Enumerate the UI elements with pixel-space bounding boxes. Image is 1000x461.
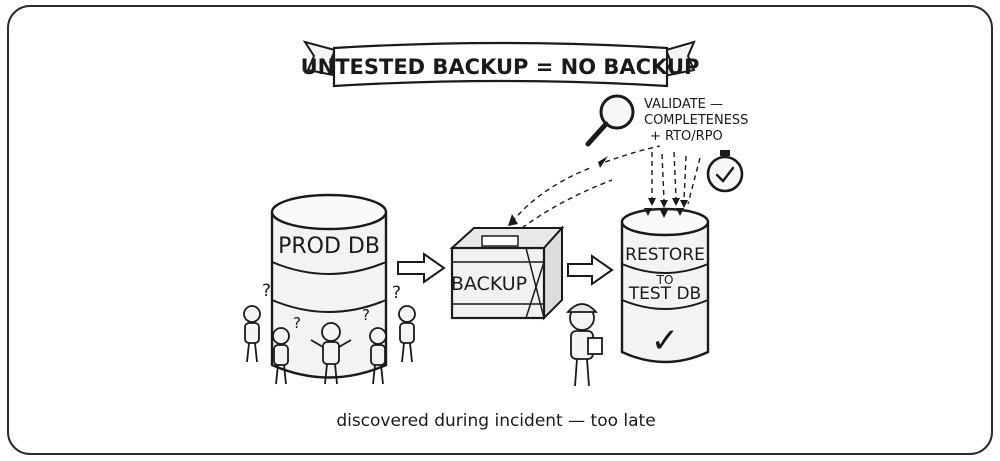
banner-title: UNTESTED BACKUP = NO BACKUP: [301, 55, 700, 79]
validate-note-line3: + RTO/RPO: [650, 129, 723, 144]
caption: discovered during incident — too late: [336, 411, 655, 431]
prod-db-cylinder: PROD DB: [270, 193, 388, 379]
backup-crate: BACKUP: [449, 225, 565, 321]
title-banner: UNTESTED BACKUP = NO BACKUP: [301, 40, 700, 88]
confused-person-5: [398, 305, 416, 363]
validation-dashed-arrows: [511, 145, 701, 229]
stopwatch-icon: [706, 150, 744, 193]
validate-note: VALIDATE — COMPLETENESS + RTO/RPO: [644, 97, 748, 144]
magnifier-icon: [585, 94, 635, 147]
arrow-prod-to-backup: [397, 252, 446, 284]
check-icon: ✓: [651, 321, 680, 361]
confused-person-2: [272, 327, 290, 385]
validate-note-line2: COMPLETENESS: [644, 113, 748, 128]
test-db-label-line1: RESTORE: [625, 245, 705, 265]
validate-note-line1: VALIDATE —: [644, 97, 723, 112]
test-db-cylinder: RESTORE TO TEST DB ✓: [620, 207, 710, 364]
question-mark-4: ?: [392, 283, 401, 303]
question-mark-1: ?: [262, 281, 271, 301]
confused-person-1: [243, 305, 261, 363]
question-mark-2: ?: [293, 314, 301, 332]
question-mark-3: ?: [362, 306, 370, 324]
backup-label: BACKUP: [451, 273, 527, 295]
confused-person-3: [310, 322, 352, 385]
arrow-backup-to-test: [567, 254, 614, 286]
prod-db-label: PROD DB: [278, 234, 380, 259]
test-db-label-line3: TEST DB: [628, 284, 701, 304]
test-db-label-line2: TO: [656, 273, 674, 287]
engineer-figure: [566, 303, 603, 387]
confused-person-4: [369, 327, 387, 385]
dashed-arrow-heads: [508, 156, 688, 226]
